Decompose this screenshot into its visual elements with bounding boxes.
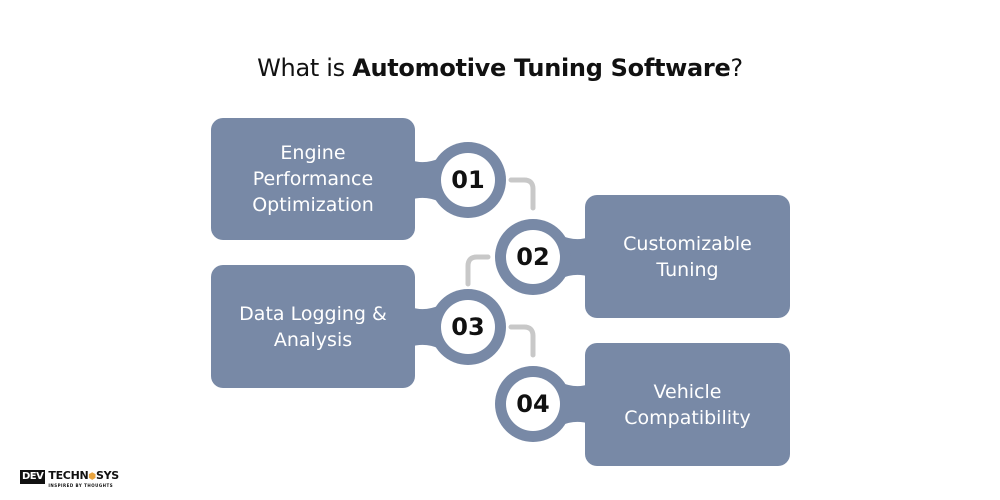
- step-01-line-3: Optimization: [252, 194, 374, 216]
- step-01-label: Engine Performance Optimization: [211, 118, 415, 240]
- logo-wordmark: TECHN⬢SYS: [48, 470, 119, 483]
- connector-01-02: [508, 177, 536, 211]
- step-01-number: 01: [451, 166, 485, 194]
- connector-03-04: [508, 324, 536, 358]
- step-01: [211, 118, 506, 240]
- step-04-label: Vehicle Compatibility: [585, 343, 790, 466]
- logo-brand-left: TECHN: [48, 469, 89, 482]
- gear-icon: ⬢: [88, 472, 96, 482]
- step-02: [495, 195, 790, 318]
- step-02-badge: [506, 230, 560, 284]
- step-03: [211, 265, 506, 388]
- step-04: [495, 343, 790, 466]
- brand-logo: DEV TECHN⬢SYS INSPIRED BY THOUGHTS: [20, 470, 119, 490]
- step-01-badge: [441, 153, 495, 207]
- step-04-box: [585, 343, 790, 466]
- step-02-line-2: Tuning: [656, 258, 719, 281]
- page-title: What is Automotive Tuning Software?: [0, 54, 1000, 82]
- title-emphasis: Automotive Tuning Software: [352, 54, 731, 82]
- step-02-label: Customizable Tuning: [585, 195, 790, 318]
- step-03-number: 03: [451, 313, 485, 341]
- step-03-label: Data Logging & Analysis: [211, 265, 415, 388]
- step-03-box: [211, 265, 415, 388]
- logo-dev-mark: DEV: [20, 470, 46, 484]
- step-04-badge: [506, 377, 560, 431]
- title-prefix: What is: [257, 54, 353, 82]
- step-03-badge: [441, 300, 495, 354]
- step-02-number: 02: [516, 243, 550, 271]
- title-suffix: ?: [730, 54, 743, 82]
- step-02-box: [585, 195, 790, 318]
- step-03-line-1: Data Logging &: [239, 302, 387, 325]
- step-04-number: 04: [516, 390, 550, 418]
- step-02-line-1: Customizable: [623, 232, 752, 255]
- logo-tagline: INSPIRED BY THOUGHTS: [48, 483, 114, 488]
- step-04-line-1: Vehicle: [653, 380, 722, 403]
- connector-02-03: [465, 254, 491, 287]
- logo-brand-right: SYS: [95, 469, 119, 482]
- step-04-line-2: Compatibility: [624, 406, 751, 429]
- step-03-line-2: Analysis: [273, 328, 353, 351]
- step-01-box: [211, 118, 415, 240]
- step-01-line-2: Performance: [252, 168, 374, 190]
- step-01-line-1: Engine: [280, 142, 346, 164]
